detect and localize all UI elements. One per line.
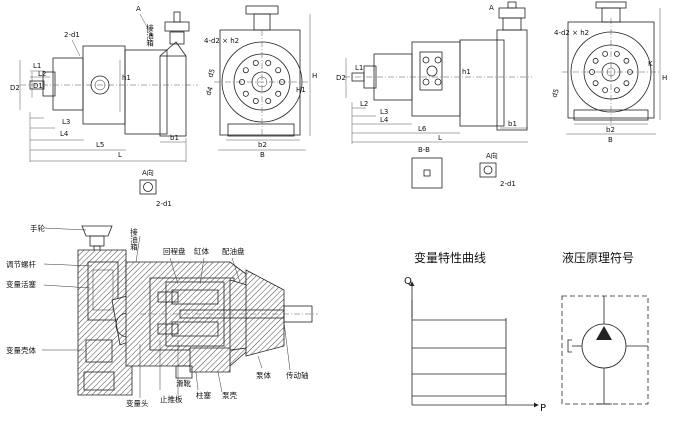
section-label: B-B: [418, 146, 430, 154]
view-a-2d1-2: 2-d1: [500, 180, 516, 188]
dim-h1: h1: [122, 74, 131, 82]
curve-y-axis: Q: [404, 276, 412, 287]
dim-l3-v2: L3: [380, 108, 388, 116]
bolt-hole: [614, 87, 620, 93]
dim-l2: L2: [38, 70, 46, 78]
bolt-hole: [614, 51, 620, 57]
dim-b1: b1: [170, 134, 179, 142]
dim-d1: D1: [33, 82, 43, 90]
dim-b1-v2: b1: [508, 120, 517, 128]
part-thrust-plate: 止推板: [160, 394, 183, 404]
direction-a-2: A: [489, 4, 494, 12]
part-drive-shaft: 传动轴: [286, 370, 309, 380]
side-view-1: 2-d1 A D2 D1 L1 L2 L3 L4 L5 L b1 h1 接油箱 …: [10, 5, 198, 208]
curve-title: 变量特性曲线: [414, 250, 486, 265]
bolt-hole: [623, 57, 630, 64]
bolt-hole: [238, 79, 245, 86]
part-pump-body: 泵体: [256, 370, 271, 380]
bolt-hole: [275, 67, 282, 74]
bolt-hole: [265, 60, 272, 67]
dim-l3: L3: [62, 118, 70, 126]
part-shell: 泵壳: [222, 390, 237, 400]
bolt-hole: [602, 51, 608, 57]
dim-l1-v2: L1: [355, 64, 363, 72]
dim-l6-v2: L6: [418, 125, 427, 133]
variable-characteristic-curve: 变量特性曲线 Q P: [404, 250, 546, 414]
bolt-hole: [278, 79, 285, 86]
dim-b-v2: B: [608, 136, 613, 144]
end-view-2: 4-d2 × h2 d5 b2 B H K: [550, 1, 667, 144]
part-plunger: 柱塞: [196, 390, 211, 400]
dim-l5: L5: [96, 141, 104, 149]
dim-b: B: [260, 151, 265, 159]
note-4d2-h2-v2: 4-d2 × h2: [554, 29, 589, 37]
part-tank-port: 接油箱: [129, 227, 138, 252]
dim-h-v2: H: [662, 74, 667, 82]
bolt-hole: [242, 67, 249, 74]
dim-l: L: [118, 151, 122, 159]
end-view-1: 4-d2 × h2 d5 d4 b2 B H H1: [204, 5, 317, 159]
bolt-hole: [592, 57, 599, 64]
bolt-hole: [242, 90, 249, 97]
dim-b2: b2: [258, 141, 267, 149]
curve-x-axis: P: [540, 403, 546, 414]
view-a-2d1: 2-d1: [156, 200, 172, 208]
dim-d2: D2: [10, 84, 20, 92]
bolt-hole: [627, 69, 633, 75]
bolt-hole: [275, 90, 282, 97]
part-slipper: 滑靴: [176, 378, 191, 388]
part-variable-piston: 变量活塞: [6, 279, 36, 289]
view-a-label: A向: [142, 168, 154, 177]
part-adjust-screw: 调节螺杆: [6, 259, 36, 269]
side-view-2: A D2 L1 L2 L3 L4 L6 L b1 h1 B-B A向 2-d1: [336, 1, 532, 189]
bolt-hole: [589, 69, 595, 75]
part-variable-head: 变量头: [126, 398, 149, 408]
note-2d1: 2-d1: [64, 31, 80, 39]
dim-d5: d5: [206, 68, 217, 79]
dim-l4: L4: [60, 130, 69, 138]
dim-k-v2: K: [648, 60, 653, 68]
view-a-label-2: A向: [486, 151, 498, 160]
part-cylinder: 缸体: [194, 246, 209, 256]
hydraulic-symbol: 液压原理符号: [561, 250, 649, 405]
direction-a: A: [136, 5, 141, 13]
dim-l4-v2: L4: [380, 116, 389, 124]
part-handwheel: 手轮: [30, 223, 45, 233]
bolt-hole: [623, 80, 630, 87]
inlet-note: 接油箱: [145, 23, 154, 48]
note-4d2-h2: 4-d2 × h2: [204, 37, 239, 45]
symbol-title: 液压原理符号: [562, 250, 634, 265]
dim-h1-v2: h1: [462, 68, 471, 76]
dim-d4: d4: [204, 85, 215, 97]
bolt-hole: [592, 80, 599, 87]
part-variable-housing: 变量壳体: [6, 345, 36, 355]
bolt-hole: [265, 98, 272, 105]
part-valve-plate: 配油盘: [222, 246, 245, 256]
bolt-hole: [252, 60, 259, 67]
dim-d5-v2: d5: [550, 88, 561, 99]
dim-h: H: [312, 72, 317, 80]
dim-l2-v2: L2: [360, 100, 368, 108]
bolt-hole: [602, 87, 608, 93]
part-return-plate: 回程盘: [163, 246, 186, 256]
dim-l-v2: L: [438, 134, 442, 142]
cross-section-view: 手轮 调节螺杆 变量活塞 变量壳体 接油箱 回程盘 缸体 配油盘 泵体 传动轴 …: [6, 223, 318, 408]
dim-b2-v2: b2: [606, 126, 615, 134]
bolt-hole: [252, 98, 259, 105]
dim-d2-v2: D2: [336, 74, 346, 82]
dim-h1-end: H1: [296, 86, 306, 94]
dim-l1: L1: [33, 62, 41, 70]
